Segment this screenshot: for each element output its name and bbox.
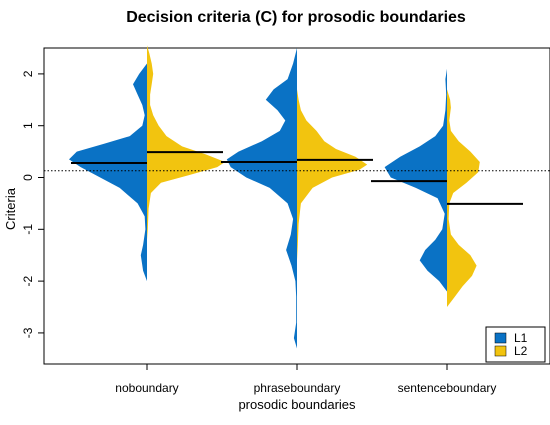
violins-group [44,45,550,349]
y-axis-label: Criteria [3,187,18,230]
x-tick-label-phraseboundary: phraseboundary [254,381,341,395]
violin-l2-sentenceboundary [447,89,480,308]
violin-l2-phraseboundary [297,89,368,261]
chart-title: Decision criteria (C) for prosodic bound… [126,9,466,26]
violin-l1-phraseboundary [226,48,297,349]
y-tick-label: 1 [21,122,35,129]
x-tick-label-noboundary: noboundary [115,381,178,395]
y-axis: -3 -2 -1 0 1 2 [21,70,44,338]
y-tick-label: -2 [21,275,35,286]
y-tick-label: 2 [21,70,35,77]
legend-label-l1: L1 [514,331,528,345]
x-axis-label: prosodic boundaries [238,397,356,412]
x-tick-label-sentenceboundary: sentenceboundary [398,381,497,395]
violin-l1-sentenceboundary [384,68,447,292]
legend-swatch-l1 [494,332,507,344]
x-axis: noboundary phraseboundary sentenceboundary [115,364,496,395]
means-group [71,151,523,205]
y-tick-label: 0 [21,174,35,181]
y-tick-label: -1 [21,224,35,235]
legend-swatch-l2 [494,345,507,357]
legend-label-l2: L2 [514,344,528,358]
violin-l2-noboundary [147,45,225,240]
violin-l1-noboundary [69,63,147,282]
legend: L1 L2 [485,326,546,363]
y-tick-label: -3 [21,327,35,338]
